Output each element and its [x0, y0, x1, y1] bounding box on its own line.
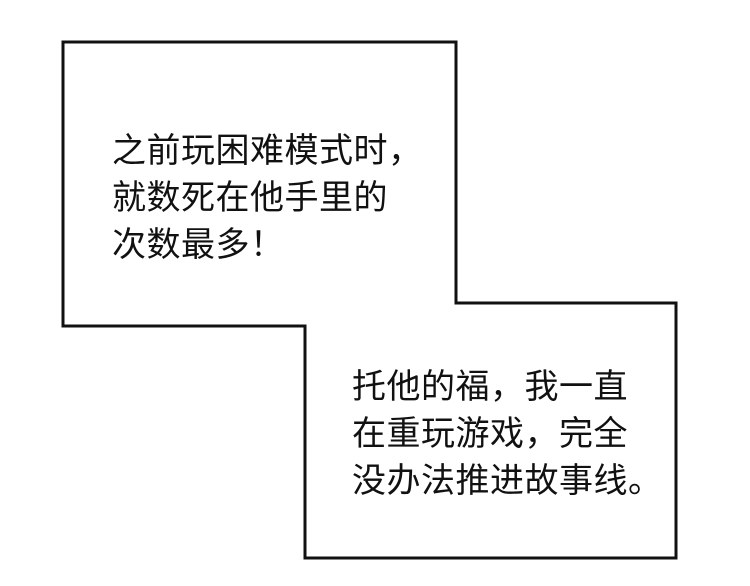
narration-line: 次数最多！ [112, 225, 285, 265]
narration-line: 就数死在他手里的 [112, 178, 388, 218]
narration-line: 在重玩游戏，完全 [352, 414, 628, 454]
narration-line: 之前玩困难模式时， [112, 131, 423, 171]
narration-text-bottom: 托他的福，我一直 在重玩游戏，完全 没办法推进故事线。 [352, 364, 663, 505]
narration-text-top: 之前玩困难模式时， 就数死在他手里的 次数最多！ [112, 128, 423, 269]
narration-line: 没办法推进故事线。 [352, 461, 663, 501]
narration-line: 托他的福，我一直 [352, 367, 628, 407]
